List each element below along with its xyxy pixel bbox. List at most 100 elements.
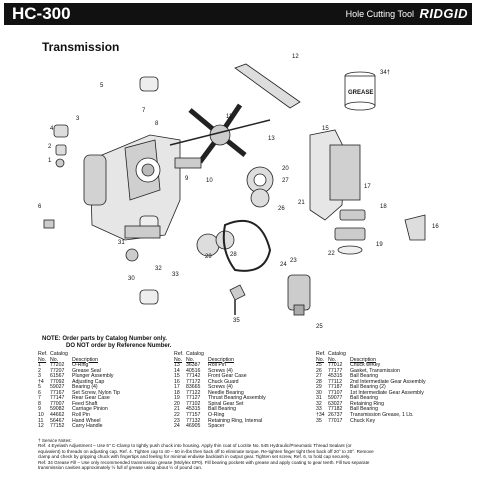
- part-catalog-number: 26737: [328, 412, 343, 419]
- callout-10: 10: [206, 178, 213, 184]
- part-ref: 2: [38, 367, 41, 374]
- part-ref: 9: [38, 406, 41, 413]
- part-ref: 29: [316, 384, 322, 391]
- callout-21: 21: [298, 200, 305, 206]
- callout-17: 17: [364, 184, 371, 190]
- part-description: Gasket, Transmission: [350, 367, 400, 374]
- part-catalog-number: 77102: [186, 400, 201, 407]
- part-catalog-number: 46905: [186, 423, 201, 430]
- part-ref: 21: [174, 406, 180, 413]
- part-catalog-number: 83665: [186, 384, 201, 391]
- part-ref: 33: [316, 406, 322, 413]
- part-catalog-number: 77177: [328, 367, 343, 374]
- chuck-guard: [404, 214, 426, 241]
- part-description: Adjusting Cap: [72, 378, 105, 385]
- part-catalog-number: 77007: [50, 400, 65, 407]
- callout-labels: 3 4 2 1 5 6 7 8 9 10 11 12 13 15 16 17 1…: [38, 54, 439, 330]
- tool-name: Hole Cutting Tool: [345, 9, 414, 19]
- part-description: Spiral Gear Set: [208, 400, 244, 407]
- callout-1: 1: [48, 158, 52, 164]
- part-ref: 12: [38, 423, 44, 430]
- page-header: HC-300 Hole Cutting Tool RIDGID: [4, 3, 472, 25]
- part-ref: 30: [316, 389, 322, 396]
- part-description: Screws (4): [208, 384, 233, 391]
- part-catalog-number: 77182: [328, 406, 343, 413]
- part-ref: 18: [174, 389, 180, 396]
- callout-27: 27: [282, 178, 289, 184]
- parts-row: 27 45315 Ball Bearing: [316, 374, 442, 380]
- part-catalog-number: 77167: [50, 389, 65, 396]
- part-ref: 32: [316, 400, 322, 407]
- parts-row: 29 77187 Ball Bearing (2): [316, 385, 442, 391]
- part-description: Set Screw, Nylon Tip: [72, 389, 120, 396]
- part-catalog-number: 59077: [328, 395, 343, 402]
- part-catalog-number: 45315: [328, 373, 343, 380]
- callout-13: 13: [268, 136, 275, 142]
- callout-2: 2: [48, 144, 52, 150]
- callout-6: 6: [38, 204, 42, 210]
- part-description: Spacer: [208, 423, 225, 430]
- part-catalog-number: 77122: [186, 389, 201, 396]
- part-ref: 23: [174, 417, 180, 424]
- callout-28: 28: [230, 252, 237, 258]
- part-catalog-number: 77187: [328, 384, 343, 391]
- callout-4: 4: [50, 126, 54, 132]
- brand-logo: RIDGID: [419, 6, 468, 21]
- part-ref: 15: [174, 373, 180, 380]
- part-description: Grease Seal: [72, 367, 101, 374]
- part-description: Ball Bearing: [350, 373, 378, 380]
- part-catalog-number: 56467: [50, 417, 65, 424]
- part-catalog-number: 77012: [328, 362, 343, 369]
- transmission-grease-can: [344, 71, 376, 111]
- callout-20: 20: [282, 166, 289, 172]
- callout-18: 18: [380, 204, 387, 210]
- part-catalog-number: 59082: [50, 406, 65, 413]
- part-ref: 27: [316, 373, 322, 380]
- part-description: Plunger Assembly: [72, 373, 114, 380]
- part-description: Carry Handle: [72, 423, 103, 430]
- callout-16: 16: [432, 224, 439, 230]
- section-title: Transmission: [42, 40, 120, 54]
- part-description: Roll Pin: [208, 362, 226, 369]
- part-description: Ball Bearing (2): [350, 384, 386, 391]
- part-description: 2nd Intermediate Gear Assembly: [350, 378, 426, 385]
- carry-handle: [234, 63, 301, 109]
- callout-29: 29: [205, 254, 212, 260]
- exploded-parts-diagram: 3 4 2 1 5 6 7 8 9 10 11 12 13 15 16 17 1…: [38, 54, 439, 330]
- part-description: Thrust Bearing Assembly: [208, 395, 266, 402]
- part-ref: †4: [38, 378, 44, 385]
- parts-row: 18 77122 Needle Bearing: [174, 389, 300, 397]
- adjusting-cap: [53, 124, 69, 138]
- part-description: Roll Pin: [72, 412, 90, 419]
- part-ref: 7: [38, 395, 41, 402]
- callout-33: 33: [172, 272, 179, 278]
- ordering-note: NOTE: Order parts by Catalog Number only…: [42, 336, 172, 349]
- part-ref: 19: [174, 395, 180, 402]
- part-description: Front Gear Case: [208, 373, 247, 380]
- callout-15: 15: [322, 126, 329, 132]
- parts-row: 33 77182 Ball Bearing: [316, 407, 442, 413]
- callout-7: 7: [142, 108, 146, 114]
- part-description: Ball Bearing: [350, 406, 378, 413]
- part-ref: 3: [38, 373, 41, 380]
- transmission-gasket: [222, 220, 272, 272]
- callout-9: 9: [185, 176, 189, 182]
- part-description: Needle Bearing: [208, 389, 244, 396]
- part-catalog-number: 45315: [186, 406, 201, 413]
